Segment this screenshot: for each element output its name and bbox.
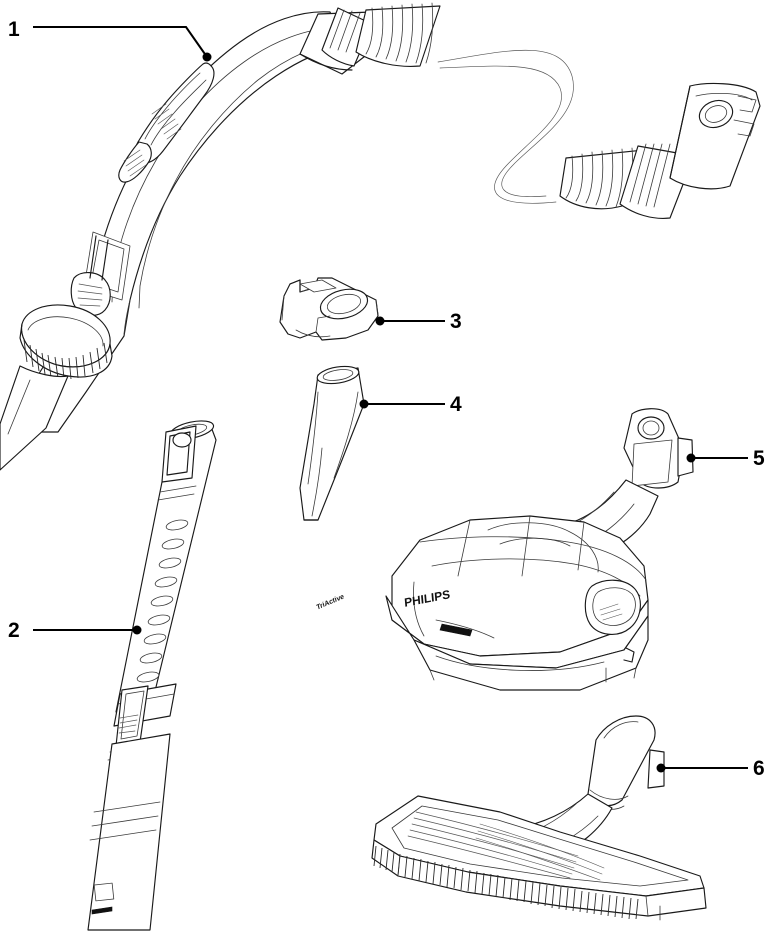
part-accessory-clip xyxy=(279,277,379,341)
tube-lock-holes xyxy=(136,519,189,683)
part-handgrip xyxy=(0,7,379,471)
callout-label-6: 6 xyxy=(753,757,765,780)
callout-label-3: 3 xyxy=(450,310,462,333)
part-crevice-nozzle xyxy=(299,365,365,521)
brand-triactive: TriActive xyxy=(316,593,345,611)
callout-label-5: 5 xyxy=(753,447,765,470)
brush-bristles xyxy=(373,845,639,920)
callout-label-4: 4 xyxy=(450,393,462,416)
part-floor-nozzle: PHILIPS TriActive xyxy=(316,408,694,691)
part-telescopic-tube xyxy=(87,420,217,931)
part-parquet-brush xyxy=(371,715,707,921)
callout-label-1: 1 xyxy=(8,18,20,41)
part-hose xyxy=(355,2,761,219)
callout-label-2: 2 xyxy=(8,619,20,642)
callout-leaders xyxy=(33,26,748,773)
